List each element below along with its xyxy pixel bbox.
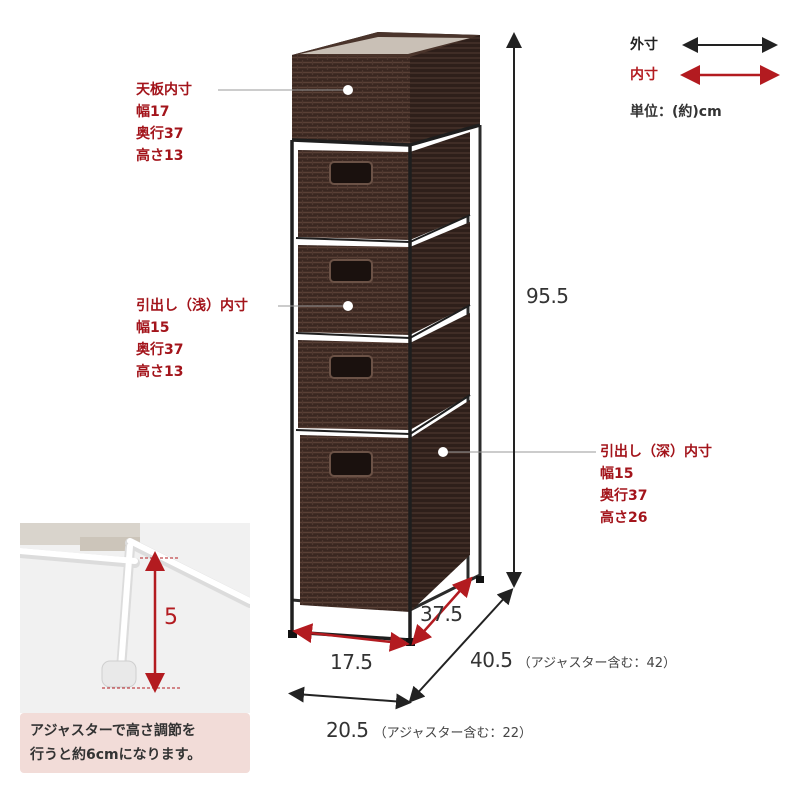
- callout-line: 高さ13: [136, 364, 184, 380]
- inner-depth-label: 37.5: [420, 602, 463, 626]
- width-arrow: [288, 686, 412, 710]
- callout-dot: [343, 85, 353, 95]
- callout-deep-drawer: 引出し（深）内寸 幅15 奥行37 高さ26: [600, 441, 712, 529]
- callout-line: 奥行37: [136, 342, 184, 358]
- adjuster-note: アジャスターで高さ調節を 行うと約6cmになります。: [20, 713, 250, 773]
- legend-inner-label: 内寸: [630, 67, 658, 83]
- adjuster-photo: [20, 523, 250, 713]
- callout-title: 引出し（浅）内寸: [136, 298, 248, 314]
- callout-line: 奥行37: [136, 126, 184, 142]
- width-dimension: 20.5 （アジャスター含む：22）: [326, 718, 532, 742]
- adjuster-foot: [288, 630, 297, 638]
- width-label: 20.5: [326, 718, 369, 742]
- drawer-2: [298, 222, 470, 335]
- callout-top-tray: 天板内寸 幅17 奥行37 高さ13: [136, 79, 192, 167]
- adjuster-note-line1: アジャスターで高さ調節を: [30, 723, 196, 739]
- drawer-deep: [300, 400, 470, 612]
- depth-label: 40.5: [470, 648, 513, 672]
- drawer-1: [298, 132, 470, 240]
- depth-arrow: [408, 588, 514, 703]
- callout-line: 幅15: [600, 466, 634, 482]
- adjuster-foot: [406, 638, 415, 646]
- adjuster-note-line2: 行うと約6cmになります。: [30, 747, 202, 763]
- height-label: 95.5: [526, 284, 569, 308]
- callout-title: 引出し（深）内寸: [600, 444, 712, 460]
- adjuster-foot: [476, 576, 484, 583]
- callout-dot: [343, 301, 353, 311]
- width-note: （アジャスター含む：22）: [373, 726, 532, 741]
- callout-line: 幅15: [136, 320, 170, 336]
- callout-line: 奥行37: [600, 488, 648, 504]
- legend-outer-label: 外寸: [630, 37, 658, 53]
- depth-note: （アジャスター含む：42）: [517, 656, 676, 671]
- adjuster-height-value: 5: [164, 605, 178, 630]
- callout-line: 幅17: [136, 104, 170, 120]
- drawer-3: [298, 313, 470, 430]
- callout-dot: [438, 447, 448, 457]
- inner-width-arrow: [292, 623, 410, 652]
- inner-width-label: 17.5: [330, 650, 373, 674]
- inner-depth-arrow: [411, 576, 473, 646]
- callout-shallow-drawer: 引出し（浅）内寸 幅15 奥行37 高さ13: [136, 295, 248, 383]
- top-tray: [292, 32, 480, 145]
- callout-line: 高さ26: [600, 510, 648, 526]
- unit-label: 単位：(約)cm: [630, 104, 722, 120]
- adjuster-inset: 5: [20, 523, 250, 713]
- depth-dimension: 40.5 （アジャスター含む：42）: [470, 648, 676, 672]
- callout-title: 天板内寸: [136, 82, 192, 98]
- callout-line: 高さ13: [136, 148, 184, 164]
